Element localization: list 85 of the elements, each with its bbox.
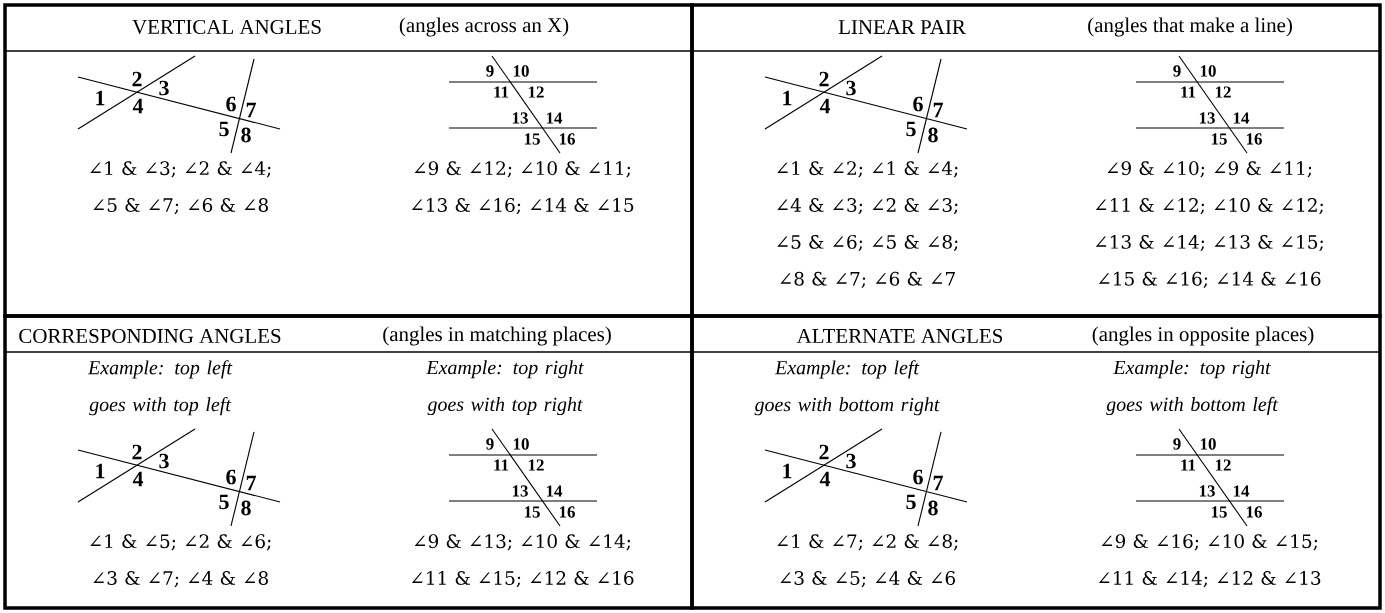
angle-number: 1 [783, 90, 792, 106]
angle-number: 16 [559, 506, 575, 518]
angle-number: 15 [524, 133, 540, 145]
angle-pairs: ∠1 & ∠7; ∠2 & ∠8; ∠3 & ∠5; ∠4 & ∠6 [777, 534, 958, 588]
angle-number: 6 [226, 96, 236, 112]
heading: VERTICAL ANGLES [132, 19, 321, 35]
heading-note: (angles that make a line) [1088, 17, 1292, 37]
angle-number: 3 [846, 80, 856, 96]
angle-number: 12 [528, 86, 544, 98]
angle-number: 14 [546, 112, 563, 124]
angle-number: 5 [219, 121, 229, 137]
angle-number: 15 [1211, 133, 1227, 145]
angle-number: 12 [1215, 459, 1231, 471]
angle-number: 13 [1199, 112, 1215, 124]
angle-number: 12 [528, 459, 544, 471]
heading: ALTERNATE ANGLES [796, 328, 1003, 343]
angle-pairs: ∠9 & ∠12; ∠10 & ∠11; ∠13 & ∠16; ∠14 & ∠15 [411, 161, 634, 215]
angle-number: 2 [132, 444, 142, 460]
angle-number: 2 [819, 444, 829, 460]
angle-number: 9 [486, 65, 494, 77]
angle-pairs: ∠9 & ∠10; ∠9 & ∠11; ∠11 & ∠12; ∠10 & ∠12; ∠13 & ∠14; ∠13 & ∠15; ∠15 & ∠16; ∠14 & ∠16 [1095, 161, 1323, 288]
angle-number: 5 [906, 494, 916, 510]
angle-number: 7 [246, 102, 256, 118]
example-text: Example: top left goes with bottom right [754, 360, 940, 416]
angle-number: 14 [1233, 112, 1250, 124]
angle-number: 12 [1215, 86, 1231, 98]
angle-number: 9 [1173, 65, 1181, 77]
example-text: Example: top left goes with top left [87, 360, 233, 416]
angle-number: 13 [1199, 485, 1215, 497]
angle-number: 15 [1211, 506, 1227, 518]
angle-number: 11 [494, 459, 509, 471]
angle-number: 5 [906, 121, 916, 137]
heading: LINEAR PAIR [838, 20, 966, 34]
angle-number: 4 [132, 471, 144, 487]
angle-number: 8 [241, 500, 251, 516]
angle-pairs: ∠9 & ∠16; ∠10 & ∠15; ∠11 & ∠14; ∠12 & ∠13 [1098, 534, 1321, 588]
angle-number: 3 [846, 453, 856, 469]
angle-number: 14 [1233, 485, 1250, 497]
example-text: Example: top right goes with bottom left [1106, 360, 1279, 416]
angle-number: 1 [783, 463, 792, 479]
angle-number: 11 [1181, 459, 1196, 471]
angle-number: 3 [159, 453, 169, 469]
angle-number: 6 [913, 469, 923, 485]
angle-number: 11 [494, 86, 509, 98]
angle-number: 13 [512, 112, 528, 124]
angle-number: 13 [512, 485, 528, 497]
heading-note: (angles across an X) [399, 17, 569, 37]
angle-number: 10 [1200, 438, 1216, 450]
angle-number: 9 [1173, 438, 1181, 450]
angle-number: 16 [559, 133, 575, 145]
angle-pairs: ∠1 & ∠5; ∠2 & ∠6; ∠3 & ∠7; ∠4 & ∠8 [90, 534, 271, 588]
heading-note: (angles in opposite places) [1092, 326, 1314, 346]
angle-number: 7 [933, 475, 943, 491]
angle-number: 1 [96, 463, 105, 479]
angle-number: 14 [546, 485, 563, 497]
angle-number: 8 [241, 127, 251, 143]
angle-number: 3 [159, 80, 169, 96]
angle-number: 4 [132, 98, 144, 114]
angle-number: 4 [819, 98, 831, 114]
angle-number: 6 [913, 96, 923, 112]
angle-number: 4 [819, 471, 831, 487]
angle-number: 8 [928, 500, 938, 516]
angle-number: 8 [928, 127, 938, 143]
table-cell [690, 314, 1382, 610]
angle-number: 2 [132, 71, 142, 87]
angle-pairs: ∠1 & ∠3; ∠2 & ∠4; ∠5 & ∠7; ∠6 & ∠8 [90, 161, 271, 215]
example-text: Example: top right goes with top right [426, 360, 584, 416]
angle-number: 6 [226, 469, 236, 485]
angle-number: 2 [819, 71, 829, 87]
angle-number: 16 [1246, 506, 1262, 518]
angle-number: 9 [486, 438, 494, 450]
angle-pairs: ∠1 & ∠2; ∠1 & ∠4; ∠4 & ∠3; ∠2 & ∠3; ∠5 & ∠6; ∠5 & ∠8; ∠8 & ∠7; ∠6 & ∠7 [777, 161, 958, 288]
angle-number: 5 [219, 494, 229, 510]
angle-number: 1 [96, 90, 105, 106]
angle-number: 7 [246, 475, 256, 491]
angle-number: 10 [1200, 65, 1216, 77]
angle-number: 10 [513, 438, 529, 450]
angle-number: 7 [933, 102, 943, 118]
angle-number: 10 [513, 65, 529, 77]
heading-note: (angles in matching places) [383, 326, 611, 346]
angle-number: 16 [1246, 133, 1262, 145]
angle-pairs: ∠9 & ∠13; ∠10 & ∠14; ∠11 & ∠15; ∠12 & ∠16 [411, 534, 634, 588]
angle-number: 11 [1181, 86, 1196, 98]
angle-number: 15 [524, 506, 540, 518]
heading: CORRESPONDING ANGLES [19, 328, 281, 343]
